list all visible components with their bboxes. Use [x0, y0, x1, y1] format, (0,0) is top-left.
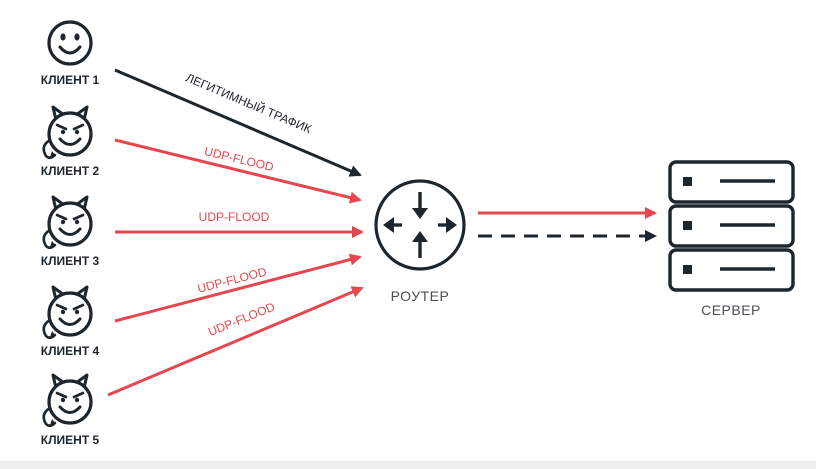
- client-5: КЛИЕНТ 5: [41, 373, 100, 447]
- edge-lines: [107, 68, 657, 397]
- edge-legit-traffic: [114, 68, 362, 177]
- client-3: КЛИЕНТ 3: [41, 195, 100, 268]
- client-label: КЛИЕНТ 2: [41, 164, 100, 178]
- smiley-face-icon: [47, 20, 93, 66]
- server-label: СЕРВЕР: [701, 302, 761, 318]
- edge-label-udp-3: UDP-FLOOD: [199, 210, 270, 224]
- client-label: КЛИЕНТ 5: [41, 433, 100, 447]
- edge-udp-flood-4: [114, 253, 362, 323]
- devil-face-icon: [42, 195, 93, 250]
- devil-face-icon: [42, 105, 93, 160]
- router-label: РОУТЕР: [391, 288, 450, 304]
- router-icon: [374, 179, 466, 271]
- client-label: КЛИЕНТ 4: [41, 344, 100, 358]
- edge-label-udp-5: UDP-FLOOD: [206, 299, 277, 339]
- client-2: КЛИЕНТ 2: [41, 105, 100, 178]
- client-1: КЛИЕНТ 1: [41, 20, 100, 87]
- client-4: КЛИЕНТ 4: [41, 285, 100, 358]
- edge-udp-flood-5: [107, 286, 364, 397]
- router: РОУТЕР: [374, 179, 466, 304]
- edge-udp-flood-2: [114, 138, 362, 204]
- client-label: КЛИЕНТ 3: [41, 254, 100, 268]
- client-label: КЛИЕНТ 1: [41, 73, 100, 87]
- devil-face-icon: [42, 285, 93, 340]
- server-rack-icon: [668, 160, 795, 292]
- bottom-divider: [0, 461, 816, 469]
- server: СЕРВЕР: [668, 160, 795, 318]
- devil-face-icon: [42, 373, 93, 428]
